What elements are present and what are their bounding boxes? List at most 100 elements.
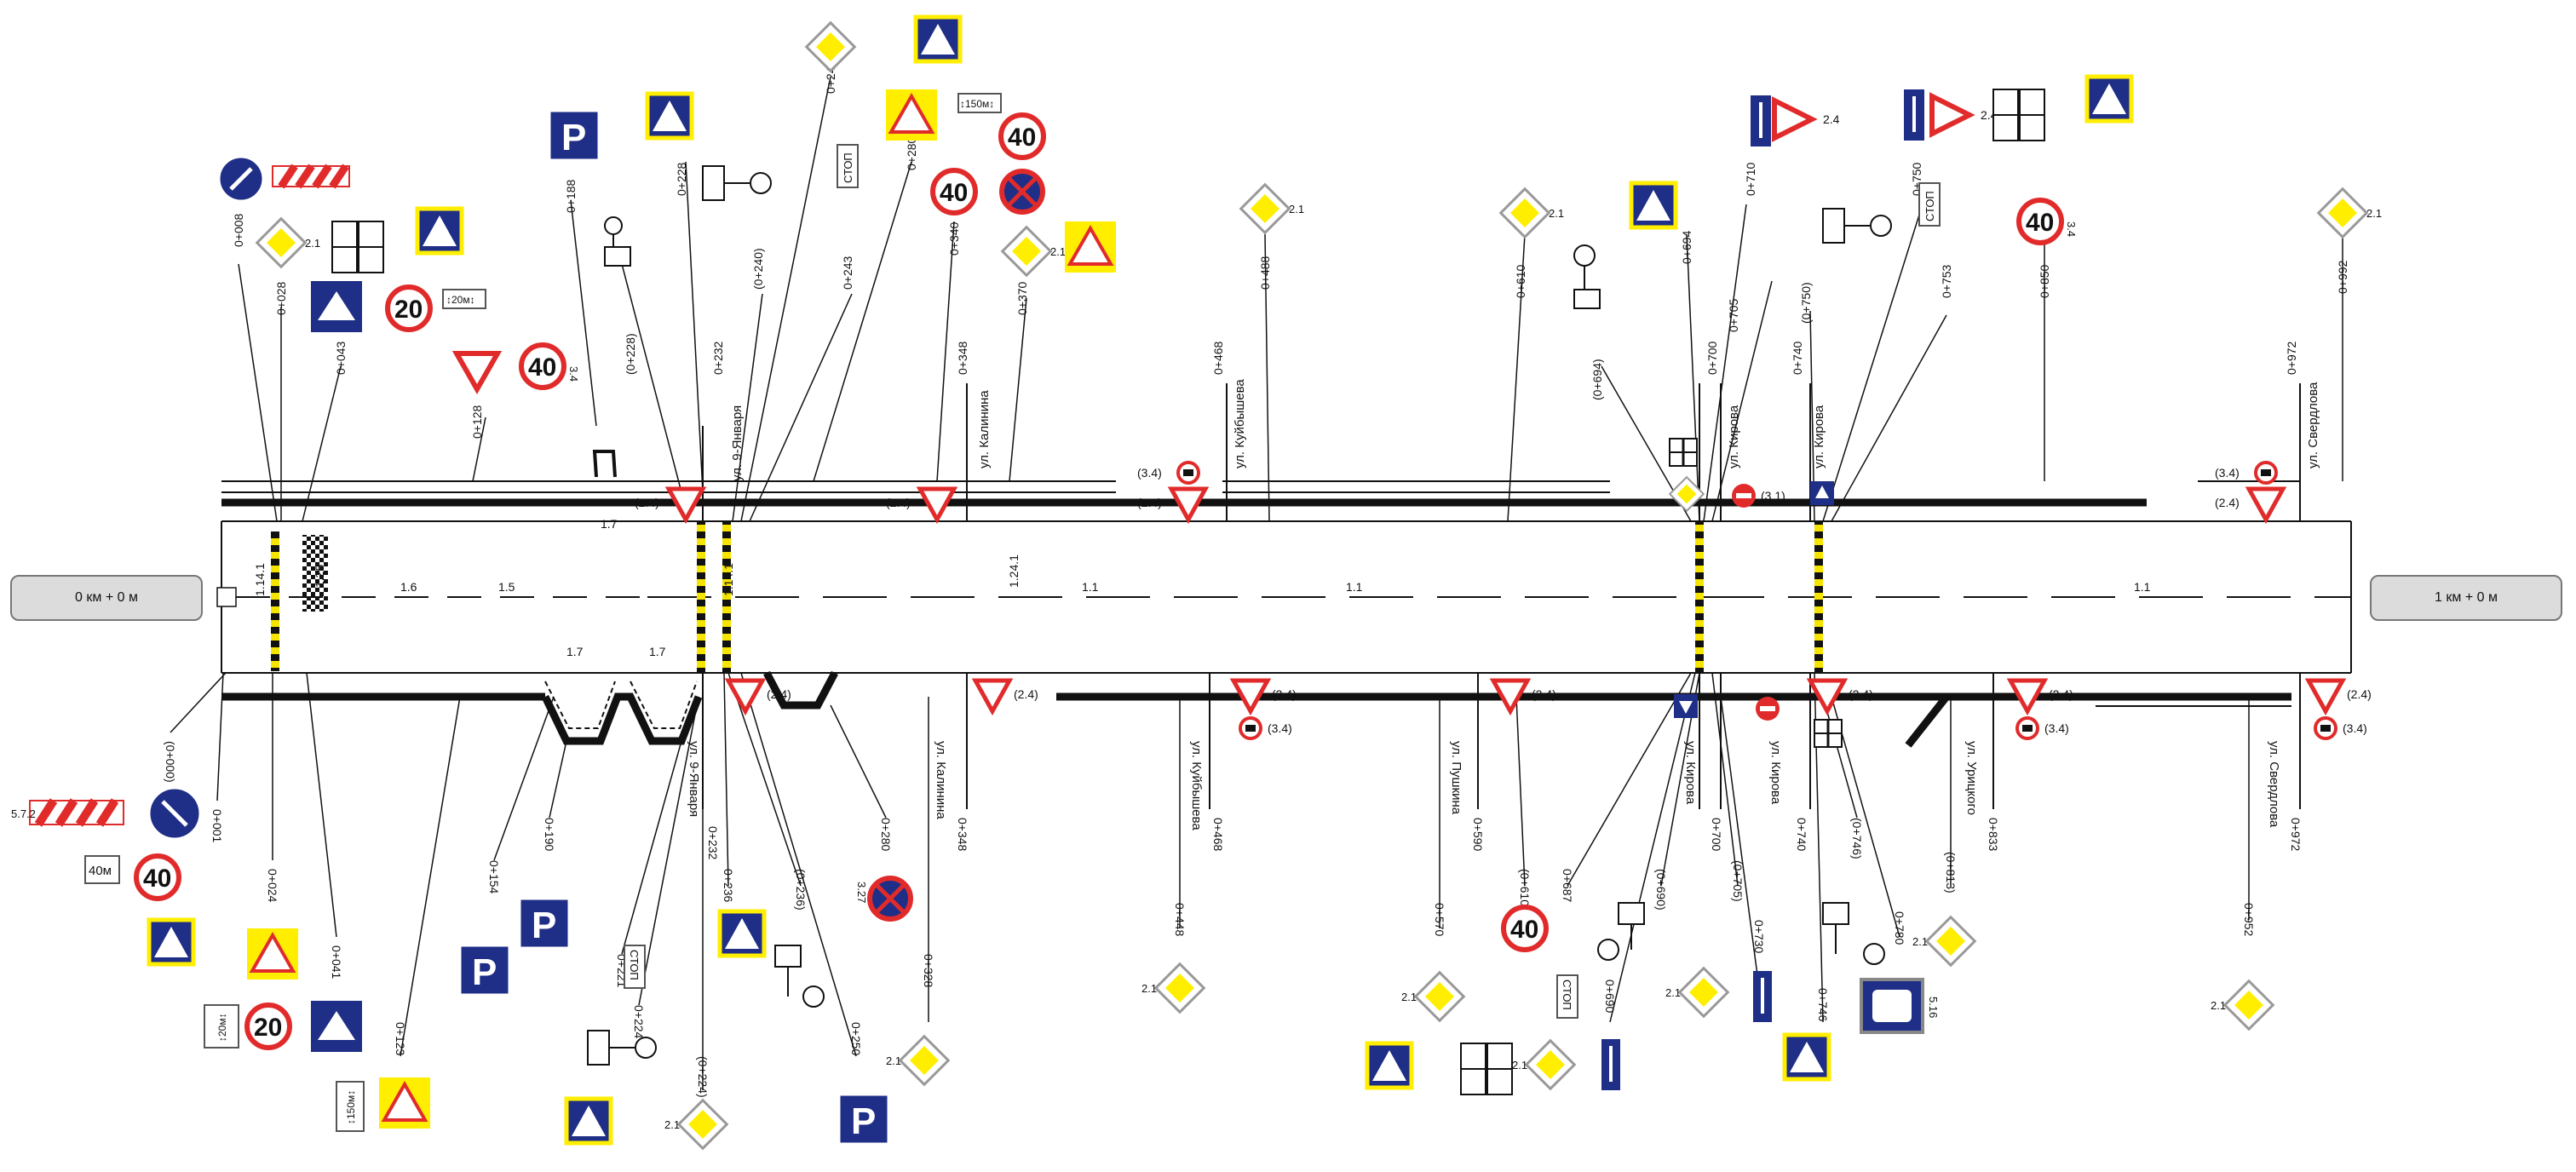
street-name: ул. Калинина xyxy=(934,741,948,819)
bus-stop-sign: 5.16 xyxy=(1860,978,1940,1034)
chainage: 0+833 xyxy=(1987,818,2000,852)
chainage: (0+750) xyxy=(1799,282,1813,324)
chainage: 0+468 xyxy=(1211,818,1225,852)
stop-plates: СТОП СТОП СТОП СТОП xyxy=(624,144,1941,1019)
svg-text:СТОП: СТОП xyxy=(842,152,854,183)
street-name: ул. Урицкого xyxy=(1964,741,1979,815)
chainage: 0+448 xyxy=(1173,903,1187,937)
svg-text:20: 20 xyxy=(254,1014,282,1042)
one-way-signs xyxy=(1601,89,1924,1090)
marking-label: 1.6 xyxy=(400,580,417,594)
chainage: 0+328 xyxy=(922,954,935,988)
chainage: (0+705) xyxy=(1731,860,1745,902)
svg-text:(3.4): (3.4) xyxy=(1268,721,1292,735)
svg-text:(2.4): (2.4) xyxy=(2049,687,2073,701)
street-name: ул. Кирова xyxy=(1683,741,1698,805)
traffic-light-icons xyxy=(587,165,1892,1066)
svg-text:↕150м↕: ↕150м↕ xyxy=(345,1090,357,1124)
sign-code: 2.1 xyxy=(305,237,320,250)
marking-label: 1.14.1 xyxy=(253,563,267,596)
svg-text:СТОП: СТОП xyxy=(1923,191,1936,221)
svg-text:(2.4): (2.4) xyxy=(1014,687,1038,701)
sign-code: 2.1 xyxy=(1289,203,1304,215)
chainage: 0+348 xyxy=(956,818,969,852)
yield-signs: (2.4) (2.4) (2.4) (2.4) 2.4 2.4 (2.4) (2… xyxy=(451,92,2372,716)
bottom-leaders xyxy=(170,672,2250,1090)
chainage: 0+370 xyxy=(1015,281,1029,315)
chainage: 0+687 xyxy=(1561,869,1574,903)
chainage: (0+694) xyxy=(1590,359,1604,400)
svg-text:СТОП: СТОП xyxy=(628,950,641,980)
chainage: (0+228) xyxy=(624,333,637,375)
svg-text:P: P xyxy=(472,951,497,993)
svg-text:P: P xyxy=(532,905,556,946)
main-road-signs: 2.1 2.1 2.1 2.1 2.1 2.1 2.1 2.1 2.1 2.1 … xyxy=(255,20,2382,1151)
chainage: 0+700 xyxy=(1710,818,1723,852)
street-name: ул. 9-Января xyxy=(687,741,701,817)
street-name: ул. Свердлова xyxy=(2267,741,2281,828)
chainage: 0+468 xyxy=(1211,341,1225,375)
chainage: (0+610) xyxy=(1518,869,1532,911)
chainage: 0+972 xyxy=(2289,818,2303,852)
chainage: 0+154 xyxy=(487,860,501,894)
chainage: 0+740 xyxy=(1791,341,1804,375)
intersection-plates xyxy=(331,89,2045,1095)
svg-text:40м: 40м xyxy=(89,864,112,878)
sign-code: 2.1 xyxy=(1665,986,1681,999)
chainage: 0+952 xyxy=(2242,903,2256,937)
svg-text:40: 40 xyxy=(940,179,968,207)
no-entry-signs: (3.1) xyxy=(1732,484,1785,721)
svg-text:(2.4): (2.4) xyxy=(2215,496,2240,509)
sign-code: 5.7.2 xyxy=(11,807,36,820)
chainage: 0+236 xyxy=(722,869,735,903)
svg-text:(2.4): (2.4) xyxy=(767,687,791,701)
svg-text:(3.4): (3.4) xyxy=(2343,721,2367,735)
sign-code: 3.4 xyxy=(567,366,580,382)
chainage: 0+028 xyxy=(274,281,288,315)
sign-code: 2.1 xyxy=(886,1054,901,1067)
chainage: 0+250 xyxy=(849,1022,863,1056)
marking-label: 1.7 xyxy=(601,517,618,531)
chainage: 0+610 xyxy=(1514,264,1527,298)
chainage: 0+224 xyxy=(632,1005,646,1039)
chainage: 0+008 xyxy=(232,213,245,247)
markings: 1.14.1 1.6 1.5 1.1 1.1 1.1 1.7 1.7 1.7 1… xyxy=(253,517,2151,658)
chainage: 0+488 xyxy=(1258,256,1272,290)
chainage: 0+123 xyxy=(394,1022,407,1056)
svg-text:(3.4): (3.4) xyxy=(1137,466,1162,480)
chainage: (0+236) xyxy=(794,869,808,911)
barrier-signs: 5.7.2 xyxy=(11,164,350,827)
chainage: 0+780 xyxy=(1893,911,1906,945)
top-chainage-labels: 0+008 0+028 0+043 0+128 0+188 0+228 (0+2… xyxy=(232,60,2349,439)
marking-label: 1.25 xyxy=(313,565,326,588)
pedestrian-crossing-signs xyxy=(147,14,2134,1146)
marking-label: 1.1 xyxy=(2134,580,2151,594)
chainage: (0+746) xyxy=(1850,818,1864,859)
svg-text:↕150м↕: ↕150м↕ xyxy=(960,98,994,110)
chainage: 0+243 xyxy=(841,256,854,290)
marking-label: 1.1 xyxy=(1082,580,1099,594)
street-name: ул. Кирова xyxy=(1812,405,1826,468)
svg-text:40: 40 xyxy=(528,353,556,382)
parking-signs: P P P P xyxy=(458,109,890,1146)
svg-text:(2.4): (2.4) xyxy=(2347,687,2372,701)
sign-code: 2.1 xyxy=(1401,991,1417,1003)
svg-text:40: 40 xyxy=(1008,124,1036,152)
sign-code: 2.1 xyxy=(1912,935,1928,948)
chainage: (0+224) xyxy=(696,1056,710,1098)
sign-code: 2.1 xyxy=(1141,982,1157,995)
street-name: ул. Калинина xyxy=(977,390,992,468)
chainage: 0+740 xyxy=(1795,818,1808,852)
chainage: 0+570 xyxy=(1433,903,1446,937)
chainage: 0+190 xyxy=(543,818,556,852)
top-leaders xyxy=(238,76,2343,522)
chainage: 0+280 xyxy=(879,818,893,852)
svg-text:40: 40 xyxy=(2026,209,2054,237)
chainage: 0+232 xyxy=(706,826,720,860)
marking-label: 1.24.1 xyxy=(1007,554,1021,588)
bottom-chainage-labels: (0+000) 0+001 0+024 0+041 0+123 0+154 0+… xyxy=(164,741,2256,1098)
svg-text:(3.4): (3.4) xyxy=(2044,721,2069,735)
chainage: 0+280 xyxy=(905,136,918,170)
chainage: 0+228 xyxy=(675,162,688,196)
